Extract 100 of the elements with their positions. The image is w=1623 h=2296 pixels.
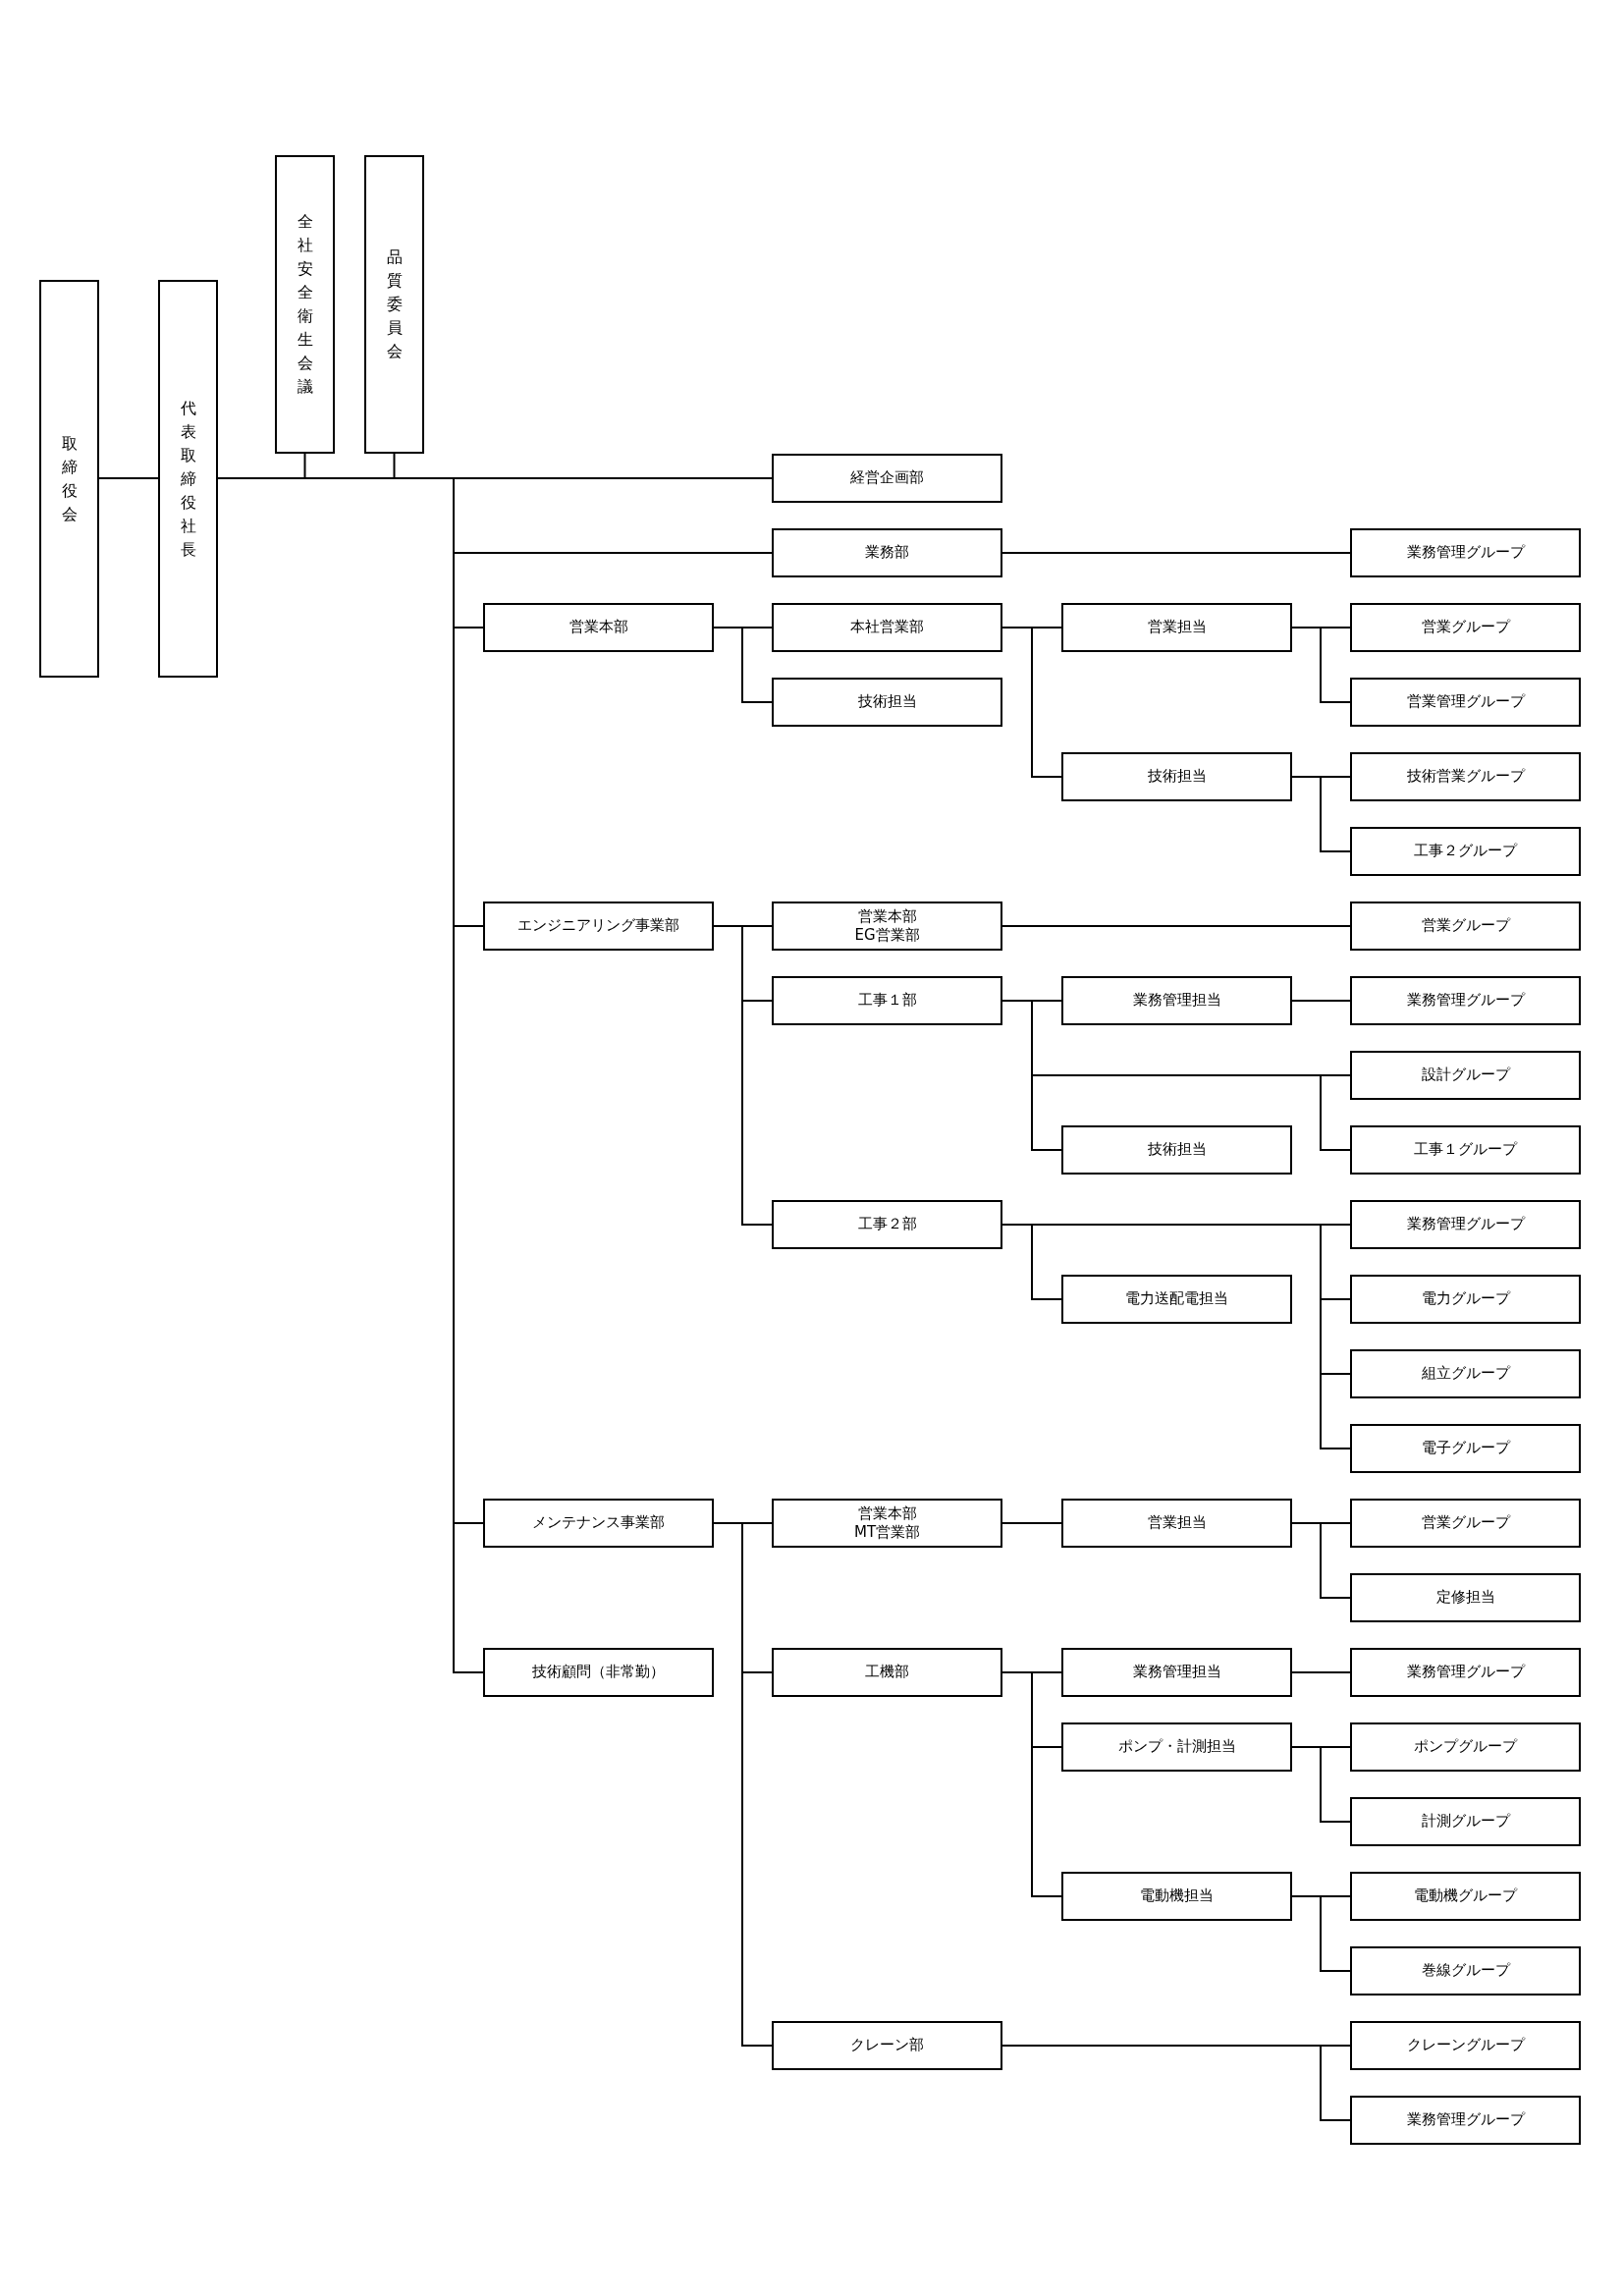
unit-name: 取締役会 xyxy=(61,432,78,525)
unit-name: 営業本部 xyxy=(857,1503,917,1523)
unit-name: 代表取締役社長 xyxy=(180,397,196,561)
unit-name: 工事２グループ xyxy=(1414,842,1517,861)
connector-line xyxy=(1291,1000,1351,1002)
unit-box xyxy=(1061,1275,1292,1324)
unit-box xyxy=(1061,1125,1292,1175)
unit-name: 営業担当 xyxy=(1147,1513,1207,1533)
unit-box xyxy=(483,1648,714,1697)
unit-name: 技術担当 xyxy=(857,692,917,712)
unit-box xyxy=(483,1499,714,1548)
unit-box xyxy=(1061,752,1292,801)
connector-line xyxy=(1291,1895,1351,1972)
unit-name: 本社営業部 xyxy=(850,618,924,637)
unit-box xyxy=(1061,1872,1292,1921)
connector-line xyxy=(1291,1746,1351,1823)
unit-box xyxy=(772,1499,1002,1548)
unit-name: 経営企画部 xyxy=(850,468,924,488)
unit-name: エンジニアリング事業部 xyxy=(517,916,679,936)
unit-name: 工機部 xyxy=(865,1663,909,1682)
unit-name: 設計グループ xyxy=(1421,1066,1510,1085)
unit-box xyxy=(158,280,218,678)
connector-line xyxy=(1291,627,1351,703)
connector-line xyxy=(713,925,773,1226)
unit-box xyxy=(275,155,335,454)
unit-box xyxy=(772,603,1002,652)
unit-name: 技術担当 xyxy=(1147,1140,1207,1160)
unit-name: ポンプグループ xyxy=(1414,1737,1517,1757)
unit-name: 営業グループ xyxy=(1421,916,1510,936)
unit-box xyxy=(1061,1499,1292,1548)
unit-box xyxy=(1350,1499,1581,1548)
connector-line xyxy=(1001,1000,1062,1151)
unit-name: 営業担当 xyxy=(1147,618,1207,637)
unit-name: 技術営業グループ xyxy=(1406,767,1525,787)
unit-name: 電動機担当 xyxy=(1140,1886,1214,1906)
unit-name: 技術顧問（非常勤） xyxy=(532,1663,665,1682)
unit-box xyxy=(1061,603,1292,652)
unit-name: 電子グループ xyxy=(1421,1439,1510,1458)
unit-name: 営業グループ xyxy=(1421,1513,1510,1533)
unit-name: ポンプ・計測担当 xyxy=(1117,1737,1236,1757)
connector-line xyxy=(1001,1522,1062,1524)
unit-box xyxy=(1350,678,1581,727)
unit-box xyxy=(1350,1872,1581,1921)
unit-name: 電動機グループ xyxy=(1414,1886,1517,1906)
unit-name: 工事１グループ xyxy=(1414,1140,1517,1160)
unit-name: 組立グループ xyxy=(1421,1364,1510,1384)
unit-box xyxy=(772,2021,1002,2070)
unit-box xyxy=(483,603,714,652)
unit-box xyxy=(1350,1051,1581,1100)
unit-name: 工事２部 xyxy=(857,1215,917,1234)
unit-box xyxy=(772,454,1002,503)
connector-line xyxy=(1291,1671,1351,1673)
unit-name: 営業本部 xyxy=(857,906,917,926)
unit-box xyxy=(39,280,99,678)
unit-box xyxy=(1350,1424,1581,1473)
unit-box xyxy=(772,902,1002,951)
unit-name: 業務管理グループ xyxy=(1406,2110,1525,2130)
unit-name: 電力グループ xyxy=(1421,1289,1510,1309)
unit-name: 業務管理グループ xyxy=(1406,991,1525,1011)
unit-box xyxy=(772,678,1002,727)
connector-line xyxy=(1291,1522,1351,1599)
unit-box xyxy=(1061,976,1292,1025)
unit-name: 業務管理担当 xyxy=(1132,1663,1221,1682)
unit-box xyxy=(772,528,1002,577)
unit-box xyxy=(1350,1946,1581,1995)
unit-box xyxy=(1350,976,1581,1025)
connector-line xyxy=(1001,1671,1062,1897)
unit-box xyxy=(1350,2096,1581,2145)
unit-box xyxy=(772,1648,1002,1697)
connector-line xyxy=(1001,552,1351,554)
unit-name: 営業管理グループ xyxy=(1406,692,1525,712)
unit-box xyxy=(1350,2021,1581,2070)
unit-name: 業務管理担当 xyxy=(1132,991,1221,1011)
unit-box xyxy=(1350,1275,1581,1324)
unit-box xyxy=(1350,1125,1581,1175)
unit-box xyxy=(483,902,714,951)
unit-name: 業務部 xyxy=(865,543,909,563)
unit-name: MT営業部 xyxy=(853,1523,921,1543)
unit-box xyxy=(1350,1797,1581,1846)
unit-box xyxy=(772,976,1002,1025)
unit-name: 全社安全衛生会議 xyxy=(297,211,313,398)
unit-box xyxy=(1350,1349,1581,1398)
unit-name: 業務管理グループ xyxy=(1406,543,1525,563)
unit-box xyxy=(1061,1648,1292,1697)
connector-line xyxy=(1291,776,1351,852)
connector-line xyxy=(98,477,159,479)
unit-box xyxy=(364,155,424,454)
unit-name: 巻線グループ xyxy=(1421,1961,1510,1981)
unit-name: 工事１部 xyxy=(857,991,917,1011)
unit-box xyxy=(1350,1573,1581,1622)
connector-line xyxy=(1001,627,1062,778)
unit-name: クレーングループ xyxy=(1406,2036,1525,2055)
unit-box xyxy=(1350,1722,1581,1772)
unit-name: 電力送配電担当 xyxy=(1125,1289,1228,1309)
unit-box xyxy=(772,1200,1002,1249)
unit-name: 業務管理グループ xyxy=(1406,1215,1525,1234)
unit-box xyxy=(1061,1722,1292,1772)
unit-box xyxy=(1350,827,1581,876)
unit-name: 計測グループ xyxy=(1421,1812,1510,1831)
unit-name: クレーン部 xyxy=(850,2036,924,2055)
